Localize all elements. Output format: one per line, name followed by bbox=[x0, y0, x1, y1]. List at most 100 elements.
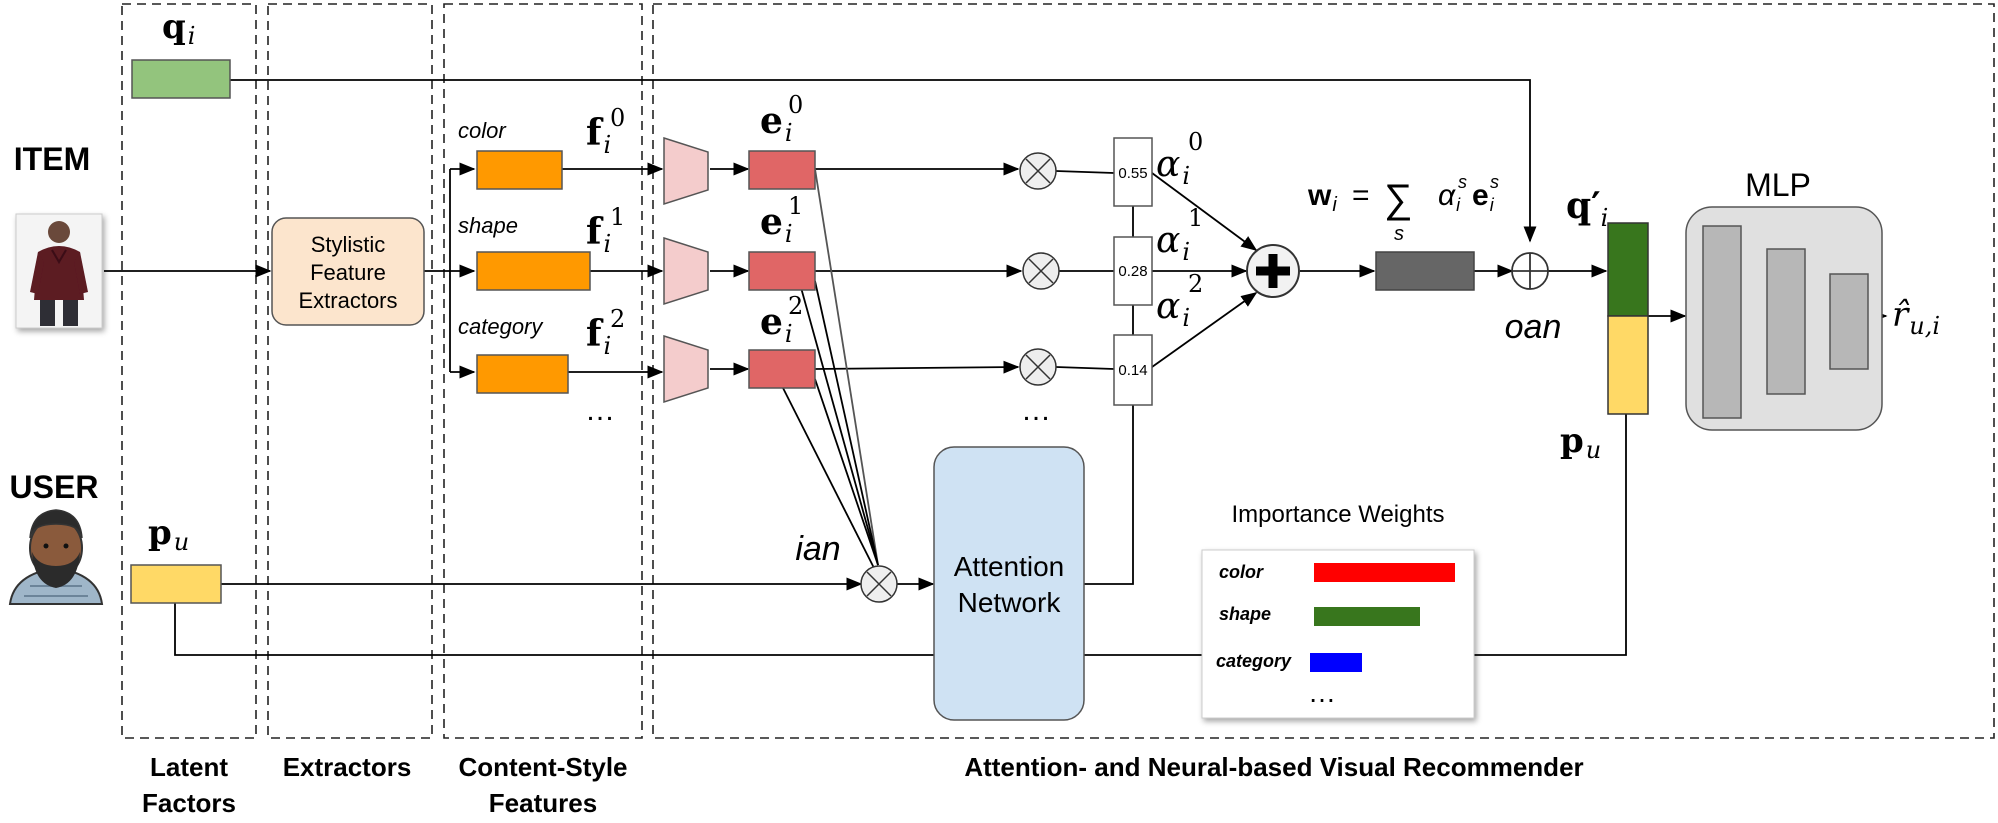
svg-text:∑: ∑ bbox=[1384, 177, 1413, 221]
edge-mult2-to-w2 bbox=[1055, 366, 1115, 370]
weight-box-0 bbox=[1113, 137, 1153, 207]
edge-p-to-concat bbox=[174, 379, 1633, 656]
edge-w2-to-plus bbox=[1151, 292, 1258, 368]
alpha-2-sup: 2 bbox=[1188, 270, 1203, 298]
svg-text:ei: ei bbox=[1472, 179, 1495, 215]
edge-e2-to-ian bbox=[814, 378, 879, 566]
p-u-symbol: pu bbox=[148, 513, 189, 556]
p-u-concat-box bbox=[1607, 315, 1649, 415]
svg-text:αi: αi bbox=[1438, 179, 1461, 215]
projection-trapezoid-2 bbox=[663, 334, 709, 404]
multiply-node-1 bbox=[1022, 252, 1060, 290]
weight-box-2 bbox=[1113, 334, 1153, 406]
w-equation: wi = ∑ s αi s ei s bbox=[1307, 172, 1499, 245]
stylistic-line3: Extractors bbox=[298, 288, 397, 313]
importance-label-category: category bbox=[1216, 651, 1292, 671]
section-extractors-frame bbox=[267, 3, 433, 739]
f0-sup: 0 bbox=[610, 104, 625, 132]
p-u-box bbox=[130, 564, 222, 604]
ian-multiply-node bbox=[860, 565, 898, 603]
mlp-layer-2 bbox=[1766, 248, 1806, 395]
feature-box-shape bbox=[476, 251, 591, 291]
mlp-label: MLP bbox=[1745, 167, 1811, 203]
multiply-node-0 bbox=[1019, 152, 1057, 190]
e0-sup: 0 bbox=[788, 91, 803, 119]
f1-symbol: fi bbox=[586, 211, 611, 258]
edge-e0-to-ian bbox=[814, 168, 879, 566]
stylistic-extractors-box bbox=[271, 217, 425, 326]
caption-content-style-line1: Content-Style bbox=[459, 752, 628, 782]
edge-e1-to-ian bbox=[814, 280, 879, 566]
section-latent-frame bbox=[121, 3, 257, 739]
sum-node bbox=[1246, 244, 1300, 298]
connections bbox=[104, 79, 1888, 656]
feature-name-category: category bbox=[458, 314, 544, 339]
svg-text:s: s bbox=[1394, 223, 1404, 245]
edge-attention-to-weights bbox=[1084, 405, 1134, 585]
user-avatar bbox=[8, 509, 104, 605]
weight-value-2: 0.14 bbox=[1118, 362, 1147, 379]
svg-text:s: s bbox=[1490, 172, 1499, 192]
edge-e1b-to-ian bbox=[799, 283, 879, 566]
importance-title: Importance Weights bbox=[1232, 501, 1445, 528]
multiply-ellipsis: … bbox=[1021, 394, 1051, 427]
edge-mult0-to-w0 bbox=[1055, 170, 1115, 174]
alpha-1: αi bbox=[1156, 220, 1190, 266]
importance-bar-color bbox=[1314, 563, 1455, 582]
svg-text:wi: wi bbox=[1307, 179, 1337, 216]
q-prime-symbol: q′i bbox=[1566, 185, 1608, 232]
p-u-concat-symbol: pu bbox=[1560, 421, 1601, 464]
alpha-2: αi bbox=[1156, 286, 1190, 332]
caption-extractors: Extractors bbox=[283, 752, 412, 782]
feature-ellipsis: … bbox=[585, 394, 615, 427]
projection-trapezoid-1 bbox=[663, 236, 709, 306]
projection-trapezoid-0 bbox=[663, 136, 709, 206]
caption-latent-line1: Latent bbox=[150, 752, 228, 782]
importance-ellipsis: … bbox=[1308, 677, 1336, 708]
embedding-box-0 bbox=[748, 150, 816, 190]
item-label: ITEM bbox=[14, 141, 90, 177]
mlp-layer-1 bbox=[1702, 225, 1742, 419]
ian-label: ian bbox=[795, 530, 840, 568]
importance-label-shape: shape bbox=[1219, 604, 1271, 624]
mlp-layer-3 bbox=[1829, 273, 1869, 370]
caption-content-style-line2: Features bbox=[489, 788, 597, 818]
q-i-box bbox=[131, 59, 231, 99]
q-prime-box bbox=[1607, 222, 1649, 317]
user-label: USER bbox=[10, 469, 99, 505]
q-i-symbol: qi bbox=[162, 7, 195, 50]
feature-box-category bbox=[476, 354, 569, 394]
edge-w0-to-plus bbox=[1151, 172, 1258, 251]
oan-label: oan bbox=[1505, 308, 1562, 346]
caption-recommender: Attention- and Neural-based Visual Recom… bbox=[964, 752, 1583, 782]
item-image bbox=[15, 213, 103, 329]
r-hat-symbol: r̂u,i bbox=[1892, 295, 1940, 340]
edge-e2-to-mult2 bbox=[814, 360, 1020, 374]
edge-e2b-to-ian bbox=[781, 385, 875, 569]
f1-sup: 1 bbox=[610, 203, 625, 231]
f0-symbol: fi bbox=[586, 112, 611, 159]
svg-text:=: = bbox=[1352, 179, 1370, 212]
feature-name-shape: shape bbox=[458, 213, 518, 238]
weight-value-1: 0.28 bbox=[1118, 263, 1147, 280]
weight-box-1 bbox=[1113, 236, 1153, 306]
stylistic-line1: Stylistic bbox=[311, 232, 386, 257]
f2-symbol: fi bbox=[586, 313, 611, 360]
weight-value-0: 0.55 bbox=[1118, 165, 1147, 182]
attention-line1: Attention bbox=[954, 551, 1065, 582]
feature-box-color bbox=[476, 150, 563, 190]
alpha-1-sup: 1 bbox=[1188, 204, 1203, 232]
e2-sup: 2 bbox=[788, 292, 803, 320]
embedding-box-1 bbox=[748, 251, 816, 291]
caption-latent-line2: Factors bbox=[142, 788, 236, 818]
alpha-0: αi bbox=[1156, 144, 1190, 190]
oan-plus-node bbox=[1511, 252, 1549, 290]
attention-network-box bbox=[933, 446, 1085, 721]
attention-line2: Network bbox=[958, 587, 1062, 618]
alpha-0-sup: 0 bbox=[1188, 128, 1203, 156]
embedding-box-2 bbox=[748, 349, 816, 389]
w-i-box bbox=[1375, 251, 1475, 291]
importance-label-color: color bbox=[1219, 562, 1264, 582]
feature-name-color: color bbox=[458, 118, 507, 143]
